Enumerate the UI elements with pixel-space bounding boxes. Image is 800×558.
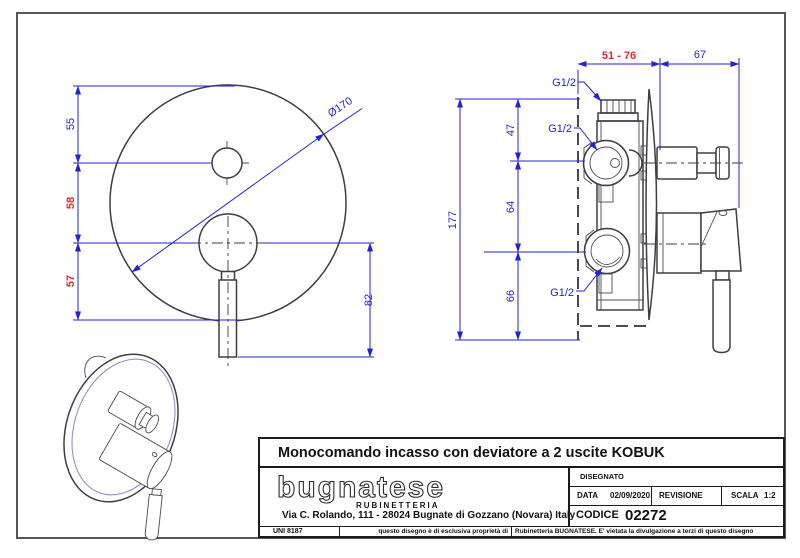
diverter-knob-side	[644, 146, 744, 180]
perspective-view	[63, 353, 179, 541]
brand-logo-subtitle: RUBINETTERIA	[356, 501, 440, 510]
mixer-3d	[99, 423, 173, 490]
thread-label-low: G1/2	[550, 287, 574, 299]
thread-label-mid: G1/2	[548, 123, 572, 135]
drawing-title: Monocomando incasso con deviatore a 2 us…	[260, 439, 783, 468]
brand-logo: bugnatese RUBINETTERIA	[276, 470, 445, 510]
diverter-button-front	[211, 147, 243, 179]
sheet-border	[16, 12, 786, 539]
title-block: Monocomando incasso con deviatore a 2 us…	[258, 437, 785, 538]
title-block-brand-cell: bugnatese RUBINETTERIA Via C. Rolando, 1…	[260, 468, 576, 526]
side-dimensions: 177 47 64 66 51 - 76 67 G1/2 G1/2 G1/2	[447, 49, 740, 341]
title-block-fields: DISEGNATO DATA 02/09/2020 REVISIONE SCALA…	[570, 468, 785, 526]
title-block-strip: UNI 8187 questo disegno è di esclusiva p…	[260, 526, 783, 536]
field-disegnato: DISEGNATO	[570, 468, 785, 487]
field-data-value: 02/09/2020	[610, 491, 651, 500]
dim-177-label: 177	[447, 211, 459, 229]
field-scala: SCALA 1:2	[722, 487, 785, 505]
field-row: DATA 02/09/2020 REVISIONE SCALA 1:2	[570, 487, 785, 506]
disclaimer-left: questo disegno è di esclusiva proprietà …	[340, 527, 512, 536]
field-scala-label: SCALA	[731, 491, 759, 500]
field-codice: CODICE 02272	[570, 506, 785, 526]
lever-3d	[144, 488, 163, 541]
dim-57-label: 57	[65, 275, 77, 287]
field-codice-value: 02272	[625, 507, 667, 524]
field-codice-label: CODICE	[576, 509, 619, 521]
disclaimer-right: Rubinetteria BUGNATESE. E' vietata la di…	[515, 528, 754, 535]
field-data-label: DATA	[577, 491, 599, 500]
mixer-handle-side	[644, 208, 742, 354]
field-revisione: REVISIONE	[652, 487, 722, 505]
plate-side	[645, 88, 658, 321]
standard-ref: UNI 8187	[260, 527, 340, 536]
dim-82-label: 82	[363, 294, 375, 306]
diverter-knob-3d	[107, 390, 159, 434]
front-view	[109, 84, 347, 366]
field-data: DATA 02/09/2020	[570, 487, 652, 505]
valve-body	[582, 99, 650, 311]
side-view	[577, 88, 744, 354]
brand-logo-text: bugnatese	[277, 471, 445, 504]
thread-label-top: G1/2	[552, 77, 576, 89]
dim-55-label: 55	[65, 118, 77, 130]
dim-58-label: 58	[65, 197, 77, 209]
dim-depth-label: 51 - 76	[602, 50, 636, 62]
dim-64-label: 64	[505, 201, 517, 213]
brand-address: Via C. Rolando, 111 - 28024 Bugnate di G…	[282, 510, 576, 521]
field-scala-value: 1:2	[764, 491, 776, 500]
dim-67-label: 67	[694, 49, 706, 61]
dim-47-label: 47	[505, 124, 517, 136]
dim-66-label: 66	[505, 290, 517, 302]
